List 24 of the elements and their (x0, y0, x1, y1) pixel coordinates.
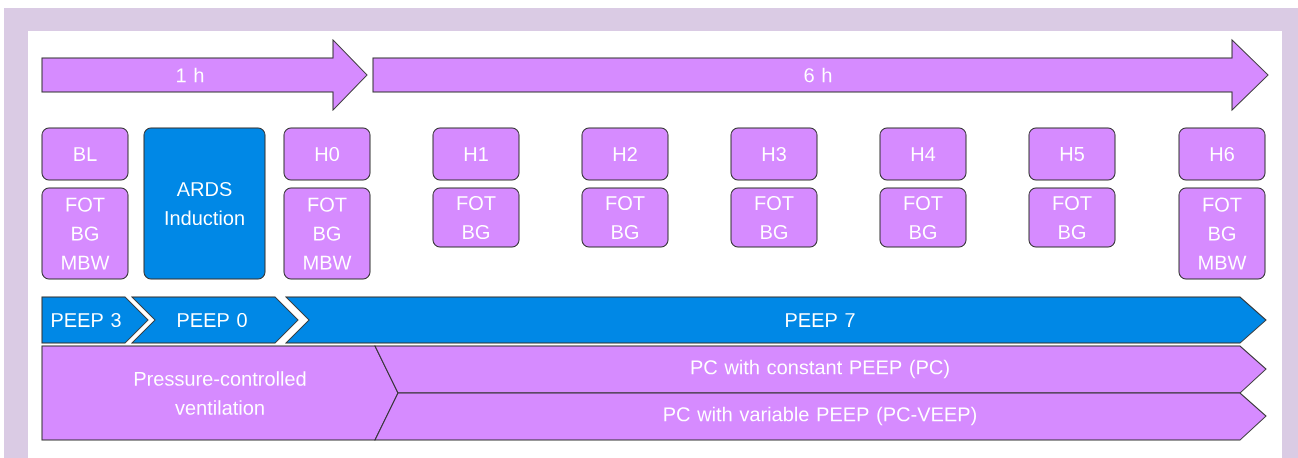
timepoint-box: H2 (581, 127, 669, 181)
measurement-box: FOT BG (730, 187, 818, 248)
timepoint-box: H5 (1028, 127, 1116, 181)
timepoint-box: H3 (730, 127, 818, 181)
timepoint-box: H4 (879, 127, 967, 181)
timepoint-box: H1 (432, 127, 520, 181)
duration-band: 6 h (372, 39, 1269, 111)
measurement-box: FOT BG (581, 187, 669, 248)
measurement-box: FOT BG MBW (283, 187, 371, 280)
induction-box: ARDS Induction (143, 127, 266, 280)
timepoint-box: H6 (1178, 127, 1266, 181)
measurement-box: FOT BG (879, 187, 967, 248)
peep-segment: PEEP 0 (131, 296, 299, 344)
ventilation-segment: PC with constant PEEP (PC) (374, 345, 1267, 394)
measurement-box: FOT BG (1028, 187, 1116, 248)
measurement-box: FOT BG MBW (41, 187, 129, 280)
ventilation-segment: PC with variable PEEP (PC-VEEP) (374, 392, 1267, 441)
measurement-box: FOT BG MBW (1178, 187, 1266, 280)
ventilation-segment: Pressure-controlled ventilation (41, 345, 399, 441)
timepoint-box: H0 (283, 127, 371, 181)
measurement-box: FOT BG (432, 187, 520, 248)
duration-band: 1 h (41, 39, 368, 111)
timepoint-box: BL (41, 127, 129, 181)
peep-segment: PEEP 7 (285, 296, 1267, 344)
